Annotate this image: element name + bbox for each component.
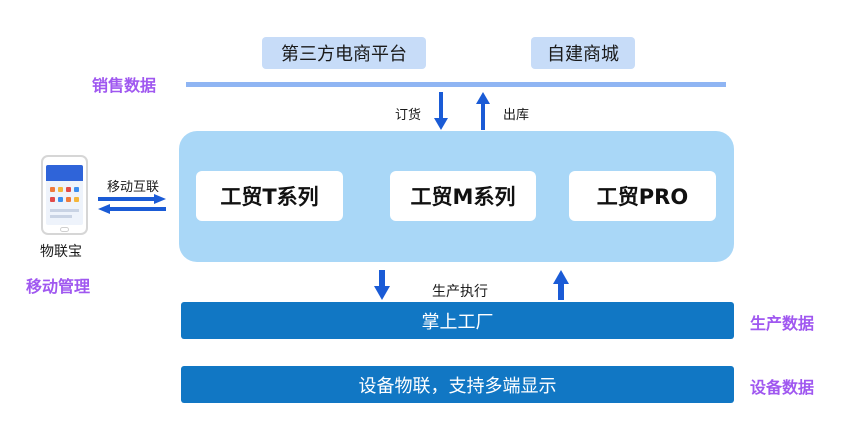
order-label: 订货 (395, 108, 422, 123)
down-arrow-icon (434, 92, 448, 130)
product-t-series: 工贸T系列 (196, 171, 343, 221)
app-dot (50, 197, 55, 202)
smartphone-app-icon (41, 155, 88, 235)
home-button (60, 227, 69, 232)
mobile-mgmt-label: 移动管理 (26, 277, 91, 296)
app-dot (58, 187, 63, 192)
phone-screen (46, 165, 83, 225)
app-row (50, 209, 79, 212)
phone-header (46, 165, 83, 181)
production-exec-label: 生产执行 (432, 284, 488, 300)
bidirectional-arrow-icon (98, 194, 166, 214)
channel-own-mall: 自建商城 (531, 37, 635, 69)
app-dot (74, 187, 79, 192)
product-m-series: 工贸M系列 (390, 171, 536, 221)
device-bar: 设备物联，支持多端显示 (181, 366, 734, 403)
product-pro: 工贸PRO (569, 171, 716, 221)
app-dot (50, 187, 55, 192)
sales-line (186, 82, 726, 87)
up-arrow-icon (553, 270, 569, 300)
mobile-link-label: 移动互联 (107, 180, 160, 195)
sales-data-label: 销售数据 (92, 76, 157, 95)
phone-label: 物联宝 (40, 244, 82, 260)
outbound-label: 出库 (503, 108, 530, 123)
down-arrow-icon (374, 270, 390, 300)
factory-bar: 掌上工厂 (181, 302, 734, 339)
production-data-label: 生产数据 (750, 314, 815, 333)
channel-third-party: 第三方电商平台 (262, 37, 426, 69)
app-dot (58, 197, 63, 202)
app-dot (74, 197, 79, 202)
app-row (50, 215, 72, 218)
up-arrow-icon (476, 92, 490, 130)
app-dot (66, 187, 71, 192)
app-dot (66, 197, 71, 202)
device-data-label: 设备数据 (750, 378, 815, 397)
